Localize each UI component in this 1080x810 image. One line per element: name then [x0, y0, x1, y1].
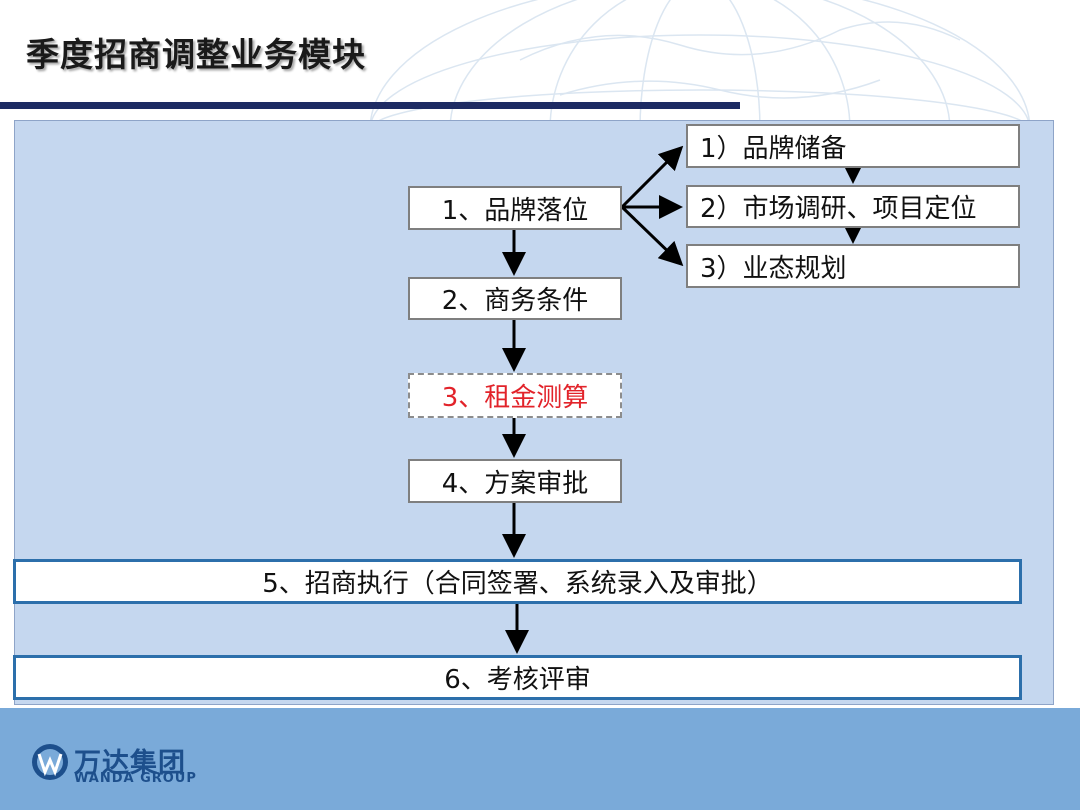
logo-name-en: WANDA GROUP [74, 771, 197, 786]
page-title: 季度招商调整业务模块 [26, 35, 366, 74]
arrow-s1-sub-c [620, 205, 684, 267]
step-4-plan-approval: 4、方案审批 [408, 459, 622, 503]
footer-band [0, 708, 1080, 810]
step-3-rent-calculation: 3、租金测算 [408, 373, 622, 418]
step-5-leasing-execution: 5、招商执行（合同签署、系统录入及审批） [13, 559, 1022, 604]
logo-name-cn: 万达集团 [74, 748, 186, 779]
step-6-assessment-review: 6、考核评审 [13, 655, 1022, 700]
substep-brand-reserve: 1）品牌储备 [686, 124, 1020, 168]
step-1-brand-placement: 1、品牌落位 [408, 186, 622, 230]
title-underline [0, 102, 740, 109]
wanda-logo-icon [32, 744, 68, 780]
substep-format-planning: 3）业态规划 [686, 244, 1020, 288]
step-2-commercial-terms: 2、商务条件 [408, 277, 622, 320]
substep-market-research: 2）市场调研、项目定位 [686, 185, 1020, 228]
arrow-s1-sub-a [620, 145, 684, 209]
